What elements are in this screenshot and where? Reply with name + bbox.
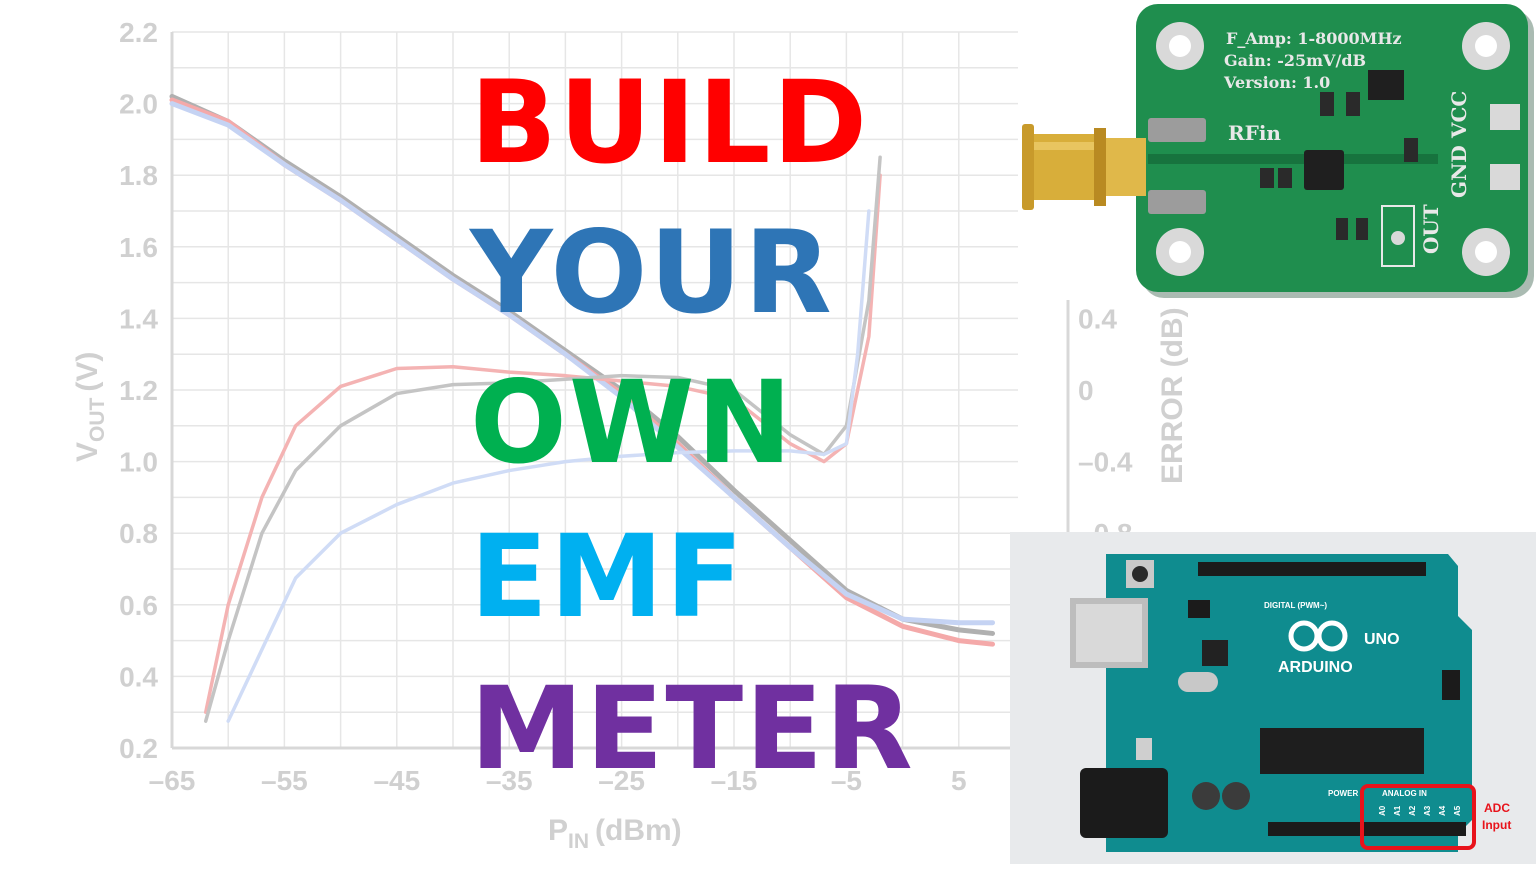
y-tick-label: 2.0 xyxy=(119,89,158,120)
chart-curves xyxy=(169,93,996,723)
y2-axis-label: ERROR (dB) xyxy=(1156,307,1189,484)
rf-silk-line-2: Gain: -25mV/dB xyxy=(1224,51,1366,70)
title-word-emf: EMF xyxy=(470,510,746,643)
adc-callout-line1: ADC xyxy=(1484,801,1510,815)
vcc-label: VCC xyxy=(1447,91,1471,139)
x-tick-label: –35 xyxy=(486,765,533,796)
x-tick-label: 5 xyxy=(951,765,967,796)
y-tick-label: 1.6 xyxy=(119,232,158,263)
arduino-photo: ARDUINO UNO DIGITAL (PWM~) ANALOG IN POW… xyxy=(1010,532,1536,864)
title-word-own: OWN xyxy=(470,356,795,489)
arduino-pcb xyxy=(1106,554,1472,852)
rf-silk-line-3: Version: 1.0 xyxy=(1223,73,1330,92)
y-tick-label: 0.4 xyxy=(119,661,158,692)
y-axis-label: VOUT (V) xyxy=(71,352,109,462)
x-axis-label-unit: (dBm) xyxy=(595,814,682,847)
detector-chip-icon xyxy=(1304,150,1344,190)
arduino-board: ARDUINO UNO DIGITAL (PWM~) ANALOG IN POW… xyxy=(1070,554,1511,852)
analog-pin-labels: A0 A1 A2 A3 A4 A5 xyxy=(1378,805,1462,816)
dc-power-jack xyxy=(1080,768,1168,838)
pin-label-a1: A1 xyxy=(1393,805,1402,816)
arduino-logo-icon xyxy=(1288,620,1348,652)
digital-headers xyxy=(1198,562,1426,576)
y-axis-label-unit: (V) xyxy=(71,352,104,392)
analog-in-label: ANALOG IN xyxy=(1382,789,1427,798)
y-tick-label: 0.6 xyxy=(119,590,158,621)
crystal xyxy=(1178,672,1218,692)
y-tick-label: 0.2 xyxy=(119,733,158,764)
y-tick-label: 0.8 xyxy=(119,518,158,549)
y2-tick-label: 0.4 xyxy=(1078,303,1117,334)
y2-tick-label: 0 xyxy=(1078,375,1094,406)
x-axis-label-sub: IN xyxy=(568,830,589,853)
y-axis-label-main: V xyxy=(71,442,104,462)
x-tick-label: –15 xyxy=(711,765,758,796)
gnd-label: GND xyxy=(1447,145,1471,198)
y-tick-label: 1.0 xyxy=(119,447,158,478)
title-word-your: YOUR xyxy=(470,206,834,339)
y-axis-label-sub: OUT xyxy=(86,397,109,442)
arduino-model-label: UNO xyxy=(1364,631,1400,648)
rf-detector-board: F_Amp: 1-8000MHz Gain: -25mV/dB Version:… xyxy=(1022,4,1534,298)
y-tick-label: 2.2 xyxy=(119,17,158,48)
y2-tick-label: –0.4 xyxy=(1078,447,1133,478)
analog-headers xyxy=(1268,822,1466,836)
capacitors xyxy=(1136,738,1250,810)
usb-chip-icon xyxy=(1202,640,1228,666)
atmega-chip-icon xyxy=(1260,728,1424,774)
error-curve xyxy=(226,209,871,723)
x-tick-label: –25 xyxy=(598,765,645,796)
pin-label-a5: A5 xyxy=(1453,805,1462,816)
digital-label: DIGITAL (PWM~) xyxy=(1264,601,1327,610)
sma-connector xyxy=(1022,124,1146,210)
pin-label-a3: A3 xyxy=(1423,805,1432,816)
adc-highlight-box xyxy=(1360,784,1476,850)
title-word-meter: METER xyxy=(470,662,915,795)
pin-label-a4: A4 xyxy=(1438,805,1447,816)
y-tick-label: 1.8 xyxy=(119,160,158,191)
vout-curve xyxy=(169,101,996,626)
adc-callout-line2: Input xyxy=(1482,818,1511,832)
x-tick-label: –45 xyxy=(373,765,420,796)
chart-ticks: 0.20.40.60.81.01.21.41.61.82.02.2–65–55–… xyxy=(119,17,1133,796)
error-curve xyxy=(203,155,882,723)
x-tick-label: –65 xyxy=(149,765,196,796)
x-tick-label: –55 xyxy=(261,765,308,796)
rfin-label: RFin xyxy=(1228,121,1281,145)
arduino-brand-label: ARDUINO xyxy=(1278,659,1353,676)
title-word-build: BUILD xyxy=(470,56,870,189)
pin-label-a2: A2 xyxy=(1408,805,1417,816)
rf-silk-line-1: F_Amp: 1-8000MHz xyxy=(1226,29,1402,48)
mounting-holes xyxy=(1156,22,1510,276)
pin-label-a0: A0 xyxy=(1378,805,1387,816)
pin-pads xyxy=(1381,104,1520,267)
icsp-headers xyxy=(1188,600,1460,700)
rf-traces xyxy=(1148,118,1438,214)
power-label: POWER xyxy=(1328,789,1358,798)
x-axis-label-main: P xyxy=(548,814,568,847)
y-tick-label: 1.2 xyxy=(119,375,158,406)
smd-parts xyxy=(1260,92,1418,240)
out-label: OUT xyxy=(1419,204,1443,254)
x-tick-label: –5 xyxy=(831,765,862,796)
y-tick-label: 1.4 xyxy=(119,303,158,334)
regulator-chip-icon xyxy=(1368,70,1404,100)
rf-board-pcb xyxy=(1136,4,1528,292)
error-curve xyxy=(203,173,882,714)
x-axis-label: PIN (dBm) xyxy=(548,814,682,853)
